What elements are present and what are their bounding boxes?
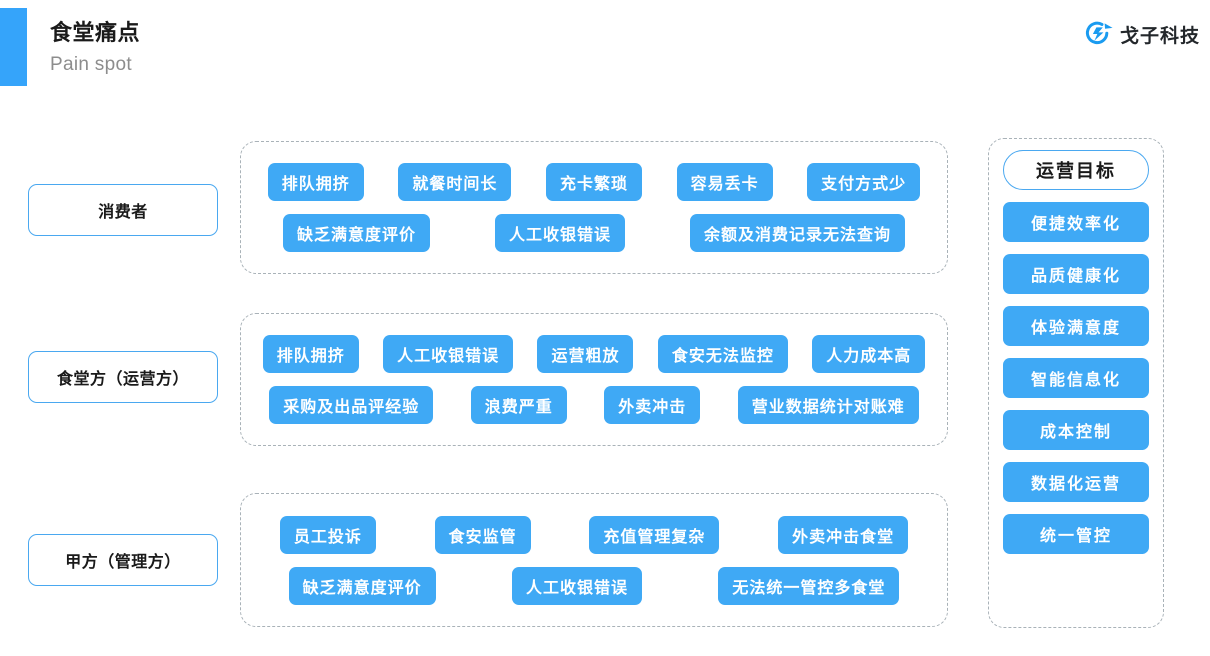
- pain-tag[interactable]: 外卖冲击食堂: [778, 515, 909, 554]
- pain-tag[interactable]: 浪费严重: [470, 386, 567, 424]
- goal-tag[interactable]: 智能信息化: [1003, 358, 1149, 398]
- tag-row: 排队拥挤 就餐时间长 充卡繁琐 容易丢卡 支付方式少: [255, 163, 933, 201]
- pain-tag[interactable]: 外卖冲击: [604, 386, 701, 424]
- pain-tag[interactable]: 员工投诉: [279, 515, 376, 554]
- tag-row: 缺乏满意度评价 人工收银错误 余额及消费记录无法查询: [255, 214, 933, 252]
- operation-goals-title: 运营目标: [1003, 150, 1149, 190]
- pain-tag[interactable]: 人工收银错误: [494, 214, 625, 252]
- page-title: 食堂痛点: [50, 20, 141, 45]
- goal-tag[interactable]: 统一管控: [1003, 514, 1149, 554]
- pain-tag[interactable]: 就餐时间长: [398, 163, 512, 201]
- pain-tag[interactable]: 食安监管: [434, 515, 531, 554]
- title-accent-bar: [0, 8, 27, 86]
- slide-header: 食堂痛点 Pain spot 戈子科技: [0, 0, 1210, 110]
- pain-tag[interactable]: 余额及消费记录无法查询: [689, 214, 905, 252]
- tag-row: 缺乏满意度评价 人工收银错误 无法统一管控多食堂: [255, 566, 933, 605]
- title-block: 食堂痛点 Pain spot: [50, 18, 140, 80]
- pain-tag[interactable]: 缺乏满意度评价: [282, 214, 430, 252]
- pain-tag[interactable]: 支付方式少: [807, 163, 921, 201]
- pain-tag[interactable]: 无法统一管控多食堂: [718, 566, 900, 605]
- tag-row: 排队拥挤 人工收银错误 运营粗放 食安无法监控 人力成本高: [255, 335, 933, 373]
- pain-tag[interactable]: 人工收银错误: [511, 566, 642, 605]
- pain-tag[interactable]: 排队拥挤: [262, 335, 359, 373]
- pain-tag[interactable]: 人力成本高: [812, 335, 926, 373]
- pain-panel-client-manager: 员工投诉 食安监管 充值管理复杂 外卖冲击食堂 缺乏满意度评价 人工收银错误 无…: [240, 493, 948, 627]
- goal-tag[interactable]: 便捷效率化: [1003, 202, 1149, 242]
- goal-tag[interactable]: 成本控制: [1003, 410, 1149, 450]
- pain-tag[interactable]: 充卡繁琐: [545, 163, 642, 201]
- page-subtitle: Pain spot: [50, 54, 132, 75]
- goal-tag[interactable]: 体验满意度: [1003, 306, 1149, 346]
- tag-row: 采购及出品评经验 浪费严重 外卖冲击 营业数据统计对账难: [255, 386, 933, 424]
- brand-logo: 戈子科技: [1083, 20, 1200, 48]
- pain-tag[interactable]: 食安无法监控: [657, 335, 788, 373]
- goal-tag[interactable]: 数据化运营: [1003, 462, 1149, 502]
- pain-tag[interactable]: 运营粗放: [537, 335, 634, 373]
- group-label-canteen-operator: 食堂方（运营方）: [28, 351, 218, 403]
- tag-row: 员工投诉 食安监管 充值管理复杂 外卖冲击食堂: [255, 515, 933, 554]
- pain-tag[interactable]: 排队拥挤: [267, 163, 364, 201]
- group-label-client-manager: 甲方（管理方）: [28, 534, 218, 586]
- goal-tag[interactable]: 品质健康化: [1003, 254, 1149, 294]
- pain-tag[interactable]: 采购及出品评经验: [269, 386, 434, 424]
- operation-goals-panel: 运营目标 便捷效率化 品质健康化 体验满意度 智能信息化 成本控制 数据化运营 …: [988, 138, 1164, 628]
- pain-tag[interactable]: 人工收银错误: [383, 335, 514, 373]
- pain-tag[interactable]: 缺乏满意度评价: [288, 566, 436, 605]
- pain-tag[interactable]: 营业数据统计对账难: [737, 386, 919, 424]
- brand-name: 戈子科技: [1119, 25, 1200, 47]
- pain-panel-consumer: 排队拥挤 就餐时间长 充卡繁琐 容易丢卡 支付方式少 缺乏满意度评价 人工收银错…: [240, 141, 948, 274]
- pain-tag[interactable]: 容易丢卡: [676, 163, 773, 201]
- goezi-circle-logo-icon: [1085, 21, 1113, 45]
- pain-panel-canteen-operator: 排队拥挤 人工收银错误 运营粗放 食安无法监控 人力成本高 采购及出品评经验 浪…: [240, 313, 948, 446]
- group-label-consumer: 消费者: [28, 184, 218, 236]
- pain-tag[interactable]: 充值管理复杂: [589, 515, 720, 554]
